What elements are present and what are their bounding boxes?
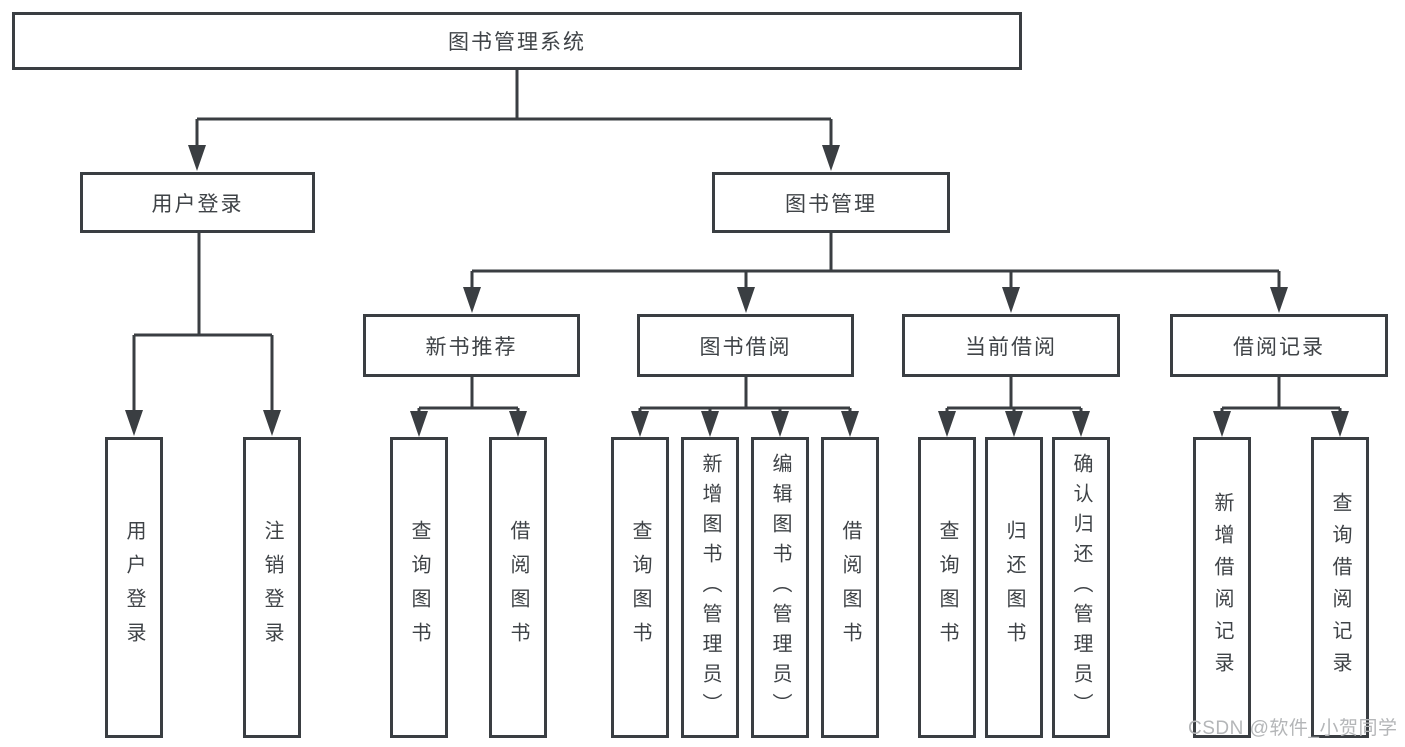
- node-book-borrowing-label: 图书借阅: [699, 335, 792, 359]
- leaf-user-login: 用户登录: [105, 437, 163, 738]
- node-borrowing-records-label: 借阅记录: [1233, 335, 1325, 359]
- leaf-borrow-books-recommend: 借阅图书: [489, 437, 547, 738]
- node-book-management: 图书管理: [712, 172, 950, 233]
- node-book-borrowing: 图书借阅: [637, 314, 854, 377]
- node-user-login: 用户登录: [80, 172, 315, 233]
- root-node-label: 图书管理系统: [448, 31, 586, 54]
- node-borrowing-records: 借阅记录: [1170, 314, 1388, 377]
- leaf-return-books: 归还图书: [985, 437, 1043, 738]
- leaf-edit-book-admin: 编辑图书（管理员）: [751, 437, 809, 738]
- node-book-management-label: 图书管理: [785, 192, 877, 216]
- node-new-book-recommend: 新书推荐: [363, 314, 580, 377]
- leaf-query-books-recommend: 查询图书: [390, 437, 448, 738]
- node-current-borrowing: 当前借阅: [902, 314, 1120, 377]
- leaf-add-book-admin: 新增图书（管理员）: [681, 437, 739, 738]
- watermark: CSDN @软件_小贺同学: [1188, 718, 1398, 739]
- leaf-borrow-books: 借阅图书: [821, 437, 879, 738]
- node-user-login-label: 用户登录: [151, 192, 244, 216]
- leaf-confirm-return-admin: 确认归还（管理员）: [1052, 437, 1110, 738]
- root-node-library-system: 图书管理系统: [12, 12, 1022, 70]
- leaf-add-borrow-record: 新增借阅记录: [1193, 437, 1251, 738]
- leaf-query-books-borrow: 查询图书: [611, 437, 669, 738]
- leaf-query-borrow-record: 查询借阅记录: [1311, 437, 1369, 738]
- leaf-query-books-current: 查询图书: [918, 437, 976, 738]
- node-new-book-recommend-label: 新书推荐: [425, 335, 518, 359]
- node-current-borrowing-label: 当前借阅: [965, 335, 1057, 359]
- leaf-logout: 注销登录: [243, 437, 301, 738]
